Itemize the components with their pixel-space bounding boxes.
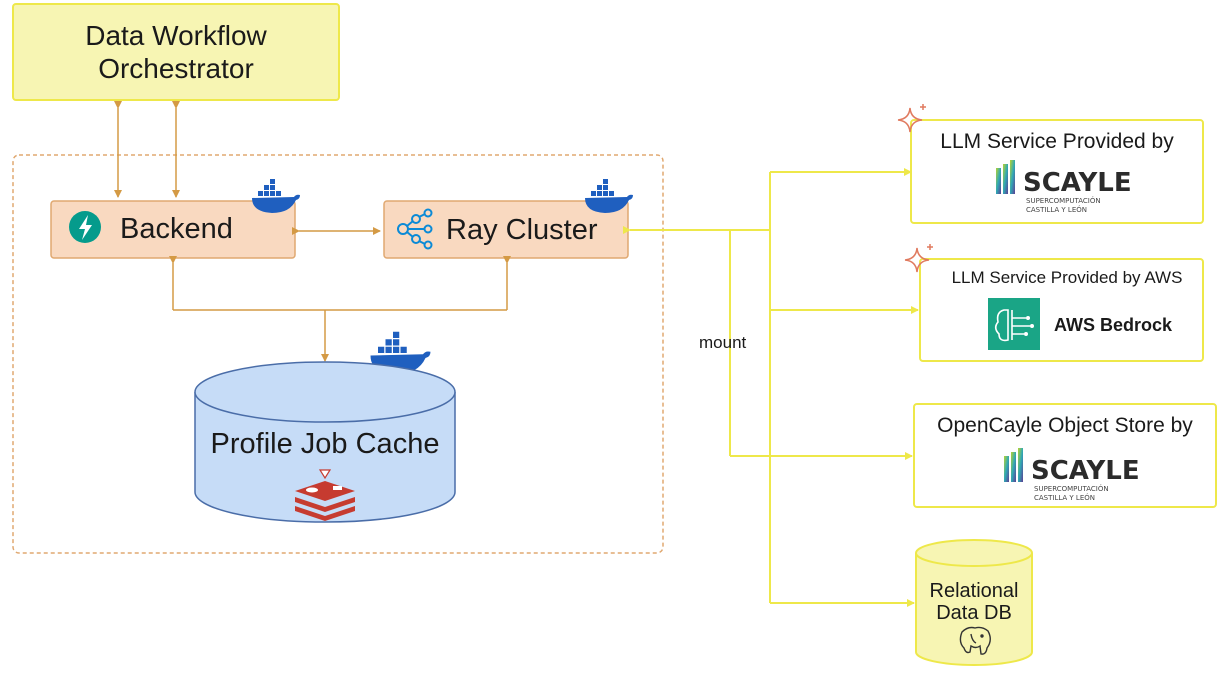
ray-cluster-label: Ray Cluster — [446, 214, 598, 246]
scayle-logo-name: SCAYLE — [1023, 168, 1132, 198]
fastapi-icon — [69, 211, 101, 243]
objectstore-logo-sub1: SUPERCOMPUTACIÓN — [1034, 484, 1109, 493]
container-boundary — [12, 154, 664, 554]
external-connectors — [623, 168, 919, 607]
objectstore-logo-sub2: CASTILLA Y LEÓN — [1034, 493, 1095, 502]
backend-label: Backend — [120, 213, 233, 245]
scayle-logo: SCAYLE SUPERCOMPUTACIÓN CASTILLA Y LEÓN — [996, 160, 1132, 214]
cache-label: Profile Job Cache — [211, 428, 440, 460]
orchestrator-backend-arrows — [114, 101, 180, 198]
llm-aws-title: LLM Service Provided by AWS — [952, 268, 1183, 287]
scayle-logo-sub2: CASTILLA Y LEÓN — [1026, 205, 1087, 214]
orchestrator-title-line2: Orchestrator — [98, 53, 254, 84]
aws-bedrock-icon — [988, 298, 1040, 350]
postgresql-icon — [959, 626, 991, 655]
orchestrator-title-line1: Data Workflow — [85, 20, 267, 51]
scayle-logo-sub1: SUPERCOMPUTACIÓN — [1026, 196, 1101, 205]
mount-label: mount — [699, 333, 747, 352]
orchestrator-box: Data Workflow Orchestrator — [12, 3, 340, 101]
redis-icon — [295, 469, 355, 521]
aws-bedrock-label: AWS Bedrock — [1054, 315, 1173, 335]
relational-db-line1: Relational — [930, 580, 1019, 602]
sparkle-icon-aws — [904, 244, 933, 273]
cache-connector — [169, 256, 511, 362]
docker-icon-backend — [252, 179, 300, 213]
objectstore-logo-name: SCAYLE — [1031, 456, 1140, 486]
object-store-box: OpenCayle Object Store by SCAYLE SUPERCO… — [913, 403, 1217, 508]
object-store-title: OpenCayle Object Store by — [937, 414, 1193, 437]
relational-db: Relational Data DB — [915, 539, 1033, 666]
llm-scayle-title: LLM Service Provided by — [940, 130, 1174, 153]
docker-icon-ray — [585, 179, 633, 213]
profile-job-cache: Profile Job Cache — [194, 361, 456, 523]
relational-db-line2: Data DB — [936, 602, 1012, 624]
scayle-logo-objectstore: SCAYLE SUPERCOMPUTACIÓN CASTILLA Y LEÓN — [1004, 448, 1140, 502]
sparkle-icon-scayle — [897, 104, 926, 133]
ray-icon — [397, 208, 433, 250]
llm-aws-box: LLM Service Provided by AWS AWS Bedrock — [919, 258, 1204, 362]
llm-scayle-box: LLM Service Provided by SCAYLE SUPERCOMP… — [910, 119, 1204, 224]
